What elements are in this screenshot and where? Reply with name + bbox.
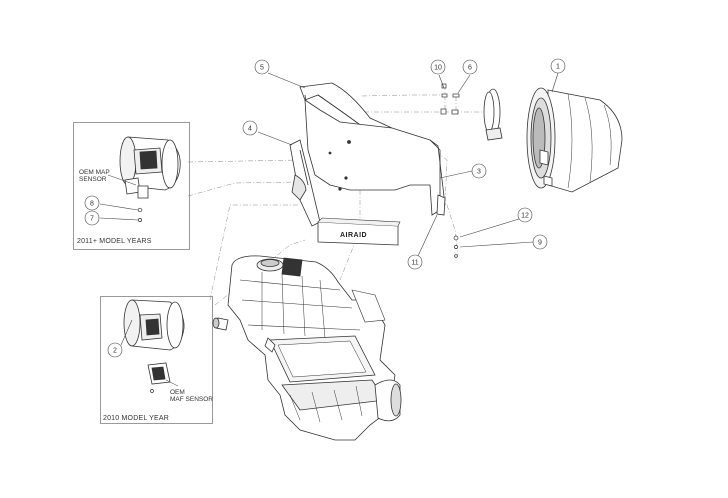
airaid-logo-text: AIRAID: [340, 232, 367, 239]
callouts: [99, 72, 559, 346]
callout-label-9: 9: [538, 240, 542, 247]
callout-bubble-2: 2: [107, 342, 123, 358]
airbox-assembly: [212, 255, 402, 441]
callout-bubble-3: 3: [471, 163, 487, 179]
coupler-clamp-part: [483, 88, 503, 141]
inset-2011-frame: [73, 122, 190, 250]
callout-bubble-4: 4: [242, 120, 258, 136]
inset-2010-frame: [100, 296, 213, 424]
callout-label-11: 11: [411, 260, 418, 267]
callout-bubble-6: 6: [462, 59, 478, 75]
air-filter-part: [526, 87, 623, 193]
callout-bubble-7: 7: [84, 210, 100, 226]
inset-2010-caption: 2010 MODEL YEAR: [103, 415, 170, 422]
callout-label-12: 12: [521, 213, 529, 220]
hardware-parts: [137, 83, 460, 393]
callout-label-3: 3: [477, 169, 481, 176]
callout-label-5: 5: [260, 65, 264, 72]
callout-bubble-10: 10: [430, 59, 446, 75]
callout-bubble-5: 5: [254, 59, 270, 75]
callout-label-6: 6: [468, 65, 472, 72]
callout-bubble-11: 11: [407, 254, 423, 270]
callout-label-10: 10: [434, 65, 442, 72]
callout-bubble-8: 8: [84, 195, 100, 211]
curved-plate-part: [289, 139, 321, 227]
callout-bubble-12: 12: [517, 207, 533, 223]
callout-label-4: 4: [248, 126, 252, 133]
heat-shield-part: [304, 99, 446, 216]
maf-sensor-label: OEM MAF SENSOR: [170, 389, 213, 403]
callout-label-8: 8: [90, 201, 94, 208]
airaid-panel: AIRAID: [317, 217, 401, 246]
maf-housing-2011: [107, 136, 181, 199]
callout-bubble-9: 9: [532, 234, 548, 250]
inset-2011-caption: 2011+ MODEL YEARS: [77, 238, 152, 245]
callout-bubble-1: 1: [550, 58, 566, 74]
map-sensor-label: OEM MAP SENSOR: [79, 169, 110, 183]
callout-label-1: 1: [556, 64, 560, 71]
maf-housing-2010: [123, 299, 185, 387]
callout-label-7: 7: [90, 216, 94, 223]
callout-label-2: 2: [113, 348, 117, 355]
